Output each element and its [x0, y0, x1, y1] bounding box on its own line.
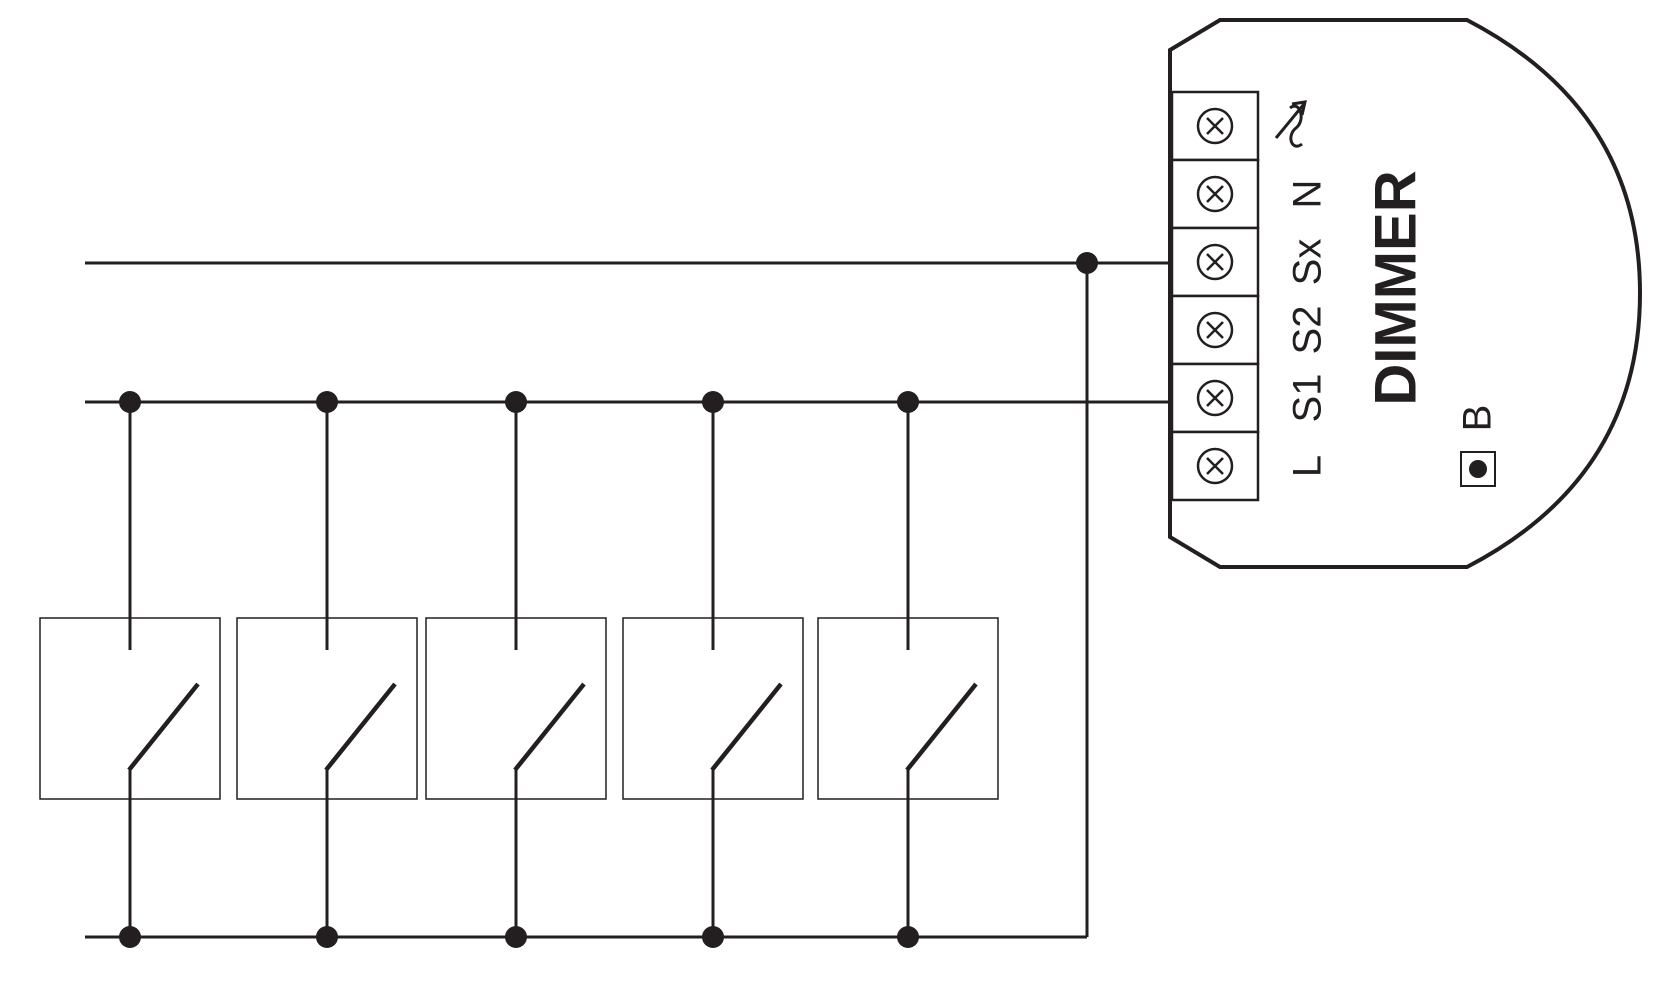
terminal-block — [1170, 90, 1260, 502]
terminal-label-n: N — [1286, 180, 1330, 209]
button-dot-icon — [1469, 460, 1487, 478]
terminal-label-sx: Sx — [1286, 239, 1330, 286]
screw-icon — [1196, 311, 1234, 349]
push-button-switch-icon — [905, 682, 978, 772]
junction-dot — [316, 926, 338, 948]
junction-dot — [702, 926, 724, 948]
b-button[interactable]: B — [1456, 405, 1500, 487]
dimmer-device: L S1 S2 Sx N DIMMER B — [1168, 18, 1643, 569]
push-button-switch-icon — [324, 682, 397, 772]
junction-dot — [897, 926, 919, 948]
switch-4 — [622, 391, 804, 948]
terminal-label-s1: S1 — [1286, 374, 1330, 423]
push-button-switch-icon — [710, 682, 783, 772]
dimmer-outline — [1168, 18, 1643, 569]
button-label: B — [1456, 405, 1500, 432]
junction-dot — [505, 391, 527, 413]
push-button-switch-icon — [513, 682, 586, 772]
terminal-labels: L S1 S2 Sx N — [1274, 100, 1330, 477]
junction-dot — [702, 391, 724, 413]
junction-dot — [897, 391, 919, 413]
junction-dot — [1076, 252, 1098, 274]
screw-icon — [1196, 175, 1234, 213]
switch-group — [39, 391, 999, 948]
junction-dot — [119, 926, 141, 948]
junction-dot — [316, 391, 338, 413]
sine-arrow-output-icon — [1274, 100, 1307, 148]
switch-1 — [39, 391, 221, 948]
terminal-label-s2: S2 — [1286, 306, 1330, 355]
push-button-switch-icon — [127, 682, 200, 772]
switch-2 — [236, 391, 418, 948]
junction-dot — [119, 391, 141, 413]
switch-3 — [425, 391, 607, 948]
switch-5 — [817, 391, 999, 948]
junction-dot — [505, 926, 527, 948]
wires — [85, 261, 1170, 939]
device-title: DIMMER — [1363, 170, 1428, 405]
screw-icon — [1196, 447, 1234, 485]
terminal-label-l: L — [1286, 455, 1330, 477]
screw-icon — [1196, 379, 1234, 417]
screw-icon — [1196, 107, 1234, 145]
screw-icon — [1196, 243, 1234, 281]
